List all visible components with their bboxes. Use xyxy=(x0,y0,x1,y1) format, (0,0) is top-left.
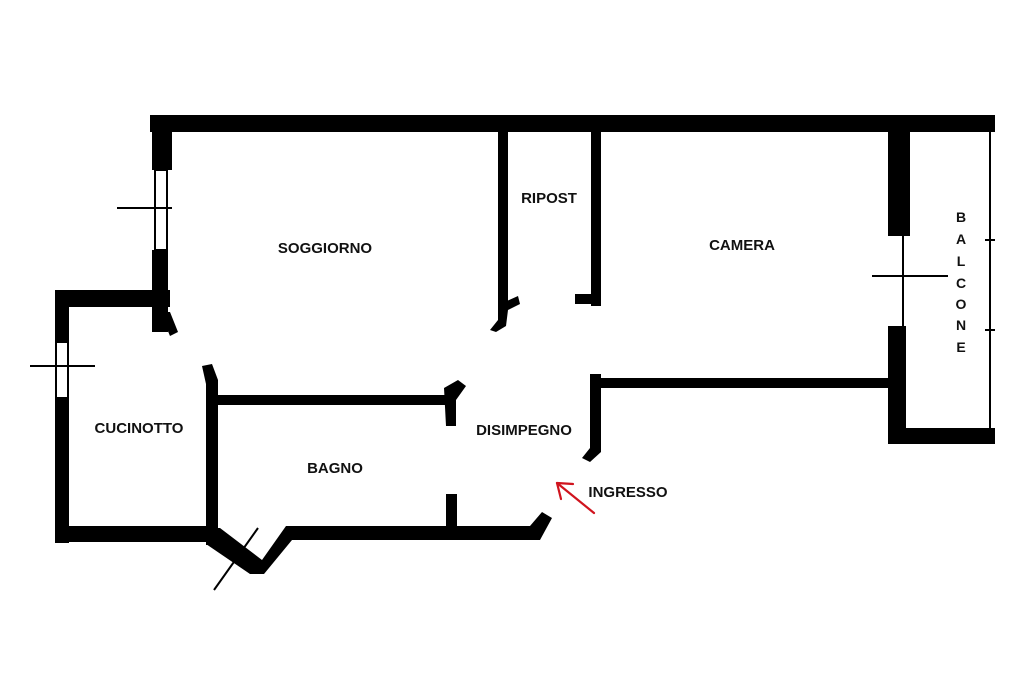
wall-soggiorno-stub xyxy=(160,312,178,336)
balcone-letter: L xyxy=(957,253,966,269)
wall-ripost-right xyxy=(591,130,601,306)
window-soggiorno xyxy=(154,169,168,251)
wall-balcone-bottom xyxy=(888,428,995,444)
wall-camera-bottom-left xyxy=(582,374,601,462)
balcone-letter: B xyxy=(956,209,966,225)
wall-ripost-left-foot xyxy=(490,296,520,332)
bagno-window-tick-1 xyxy=(213,527,259,591)
balcone-letter: C xyxy=(956,275,966,291)
wall-ripost-right-foot xyxy=(575,294,599,304)
wall-cucinotto-top xyxy=(55,290,170,307)
label-ripost: RIPOST xyxy=(521,190,577,207)
wall-cucinotto-bagno xyxy=(202,364,218,545)
label-camera: CAMERA xyxy=(709,237,775,254)
entrance-arrow-icon xyxy=(555,481,596,515)
wall-camera-right-lower xyxy=(888,326,906,444)
balcone-letter: N xyxy=(956,317,966,333)
wall-bagno-bottom xyxy=(206,526,460,574)
window-cucinotto xyxy=(55,341,69,399)
wall-camera-bottom xyxy=(590,378,900,388)
label-soggiorno: SOGGIORNO xyxy=(278,240,373,257)
balcone-letter: O xyxy=(956,296,967,312)
wall-top xyxy=(150,115,995,132)
balcone-letter: A xyxy=(956,231,966,247)
room-labels: SOGGIORNO RIPOST CAMERA CUCINOTTO BAGNO … xyxy=(95,190,776,501)
wall-bagno-top-end xyxy=(444,380,466,426)
bagno-window-tick-2 xyxy=(224,541,245,556)
wall-soggiorno-left-upper xyxy=(152,115,172,170)
wall-bagno-top xyxy=(212,395,448,405)
walls xyxy=(30,115,995,591)
label-bagno: BAGNO xyxy=(307,460,363,477)
balcone-letter: E xyxy=(956,339,965,355)
wall-cucinotto-left-upper xyxy=(55,290,69,342)
label-disimpegno: DISIMPEGNO xyxy=(476,422,572,439)
wall-camera-right-upper xyxy=(888,130,910,236)
wall-cucinotto-left-lower xyxy=(55,398,69,543)
label-cucinotto: CUCINOTTO xyxy=(95,420,184,437)
wall-bagno-bottom-jamb xyxy=(446,494,457,534)
wall-ripost-left xyxy=(498,130,508,308)
wall-disimpegno-bottom xyxy=(457,512,552,540)
wall-cucinotto-bottom xyxy=(55,526,215,542)
label-ingresso: INGRESSO xyxy=(588,484,668,501)
label-balcone: B A L C O N E xyxy=(956,209,967,355)
